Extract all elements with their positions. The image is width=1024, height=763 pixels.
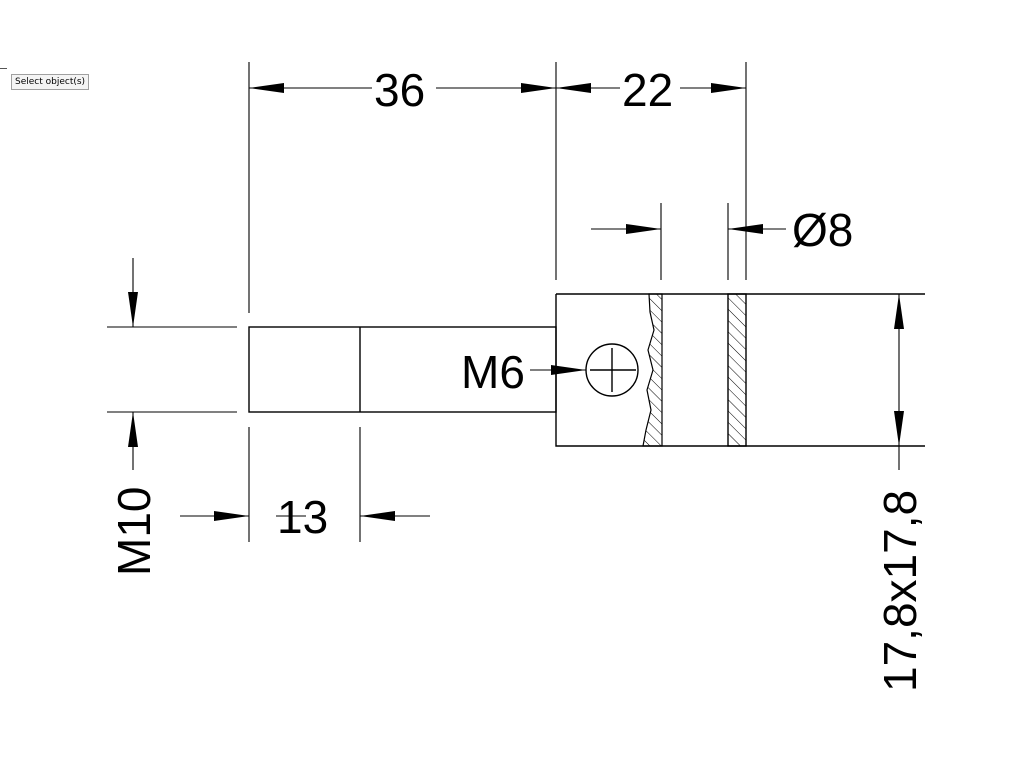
command-tooltip: Select object(s)	[11, 74, 90, 90]
dimension-lines	[107, 62, 900, 542]
cursor-marker	[0, 68, 7, 69]
break-hatch-section	[642, 293, 663, 447]
dim-bore-diameter: Ø8	[792, 204, 853, 256]
dim-overall-length: 36	[374, 64, 425, 116]
dim-head-section: 17,8x17,8	[874, 490, 926, 692]
part-geometry	[248, 293, 925, 447]
dimension-arrows	[128, 83, 904, 521]
dimension-labels: 36 22 Ø8 M6 13 M10 17,8x17,8	[108, 64, 926, 692]
dim-set-screw: M6	[461, 346, 525, 398]
bore-wall-hatch	[727, 293, 747, 447]
dim-thread-length: 13	[277, 491, 328, 543]
dim-thread-size: M10	[108, 487, 160, 576]
dim-head-length: 22	[622, 64, 673, 116]
